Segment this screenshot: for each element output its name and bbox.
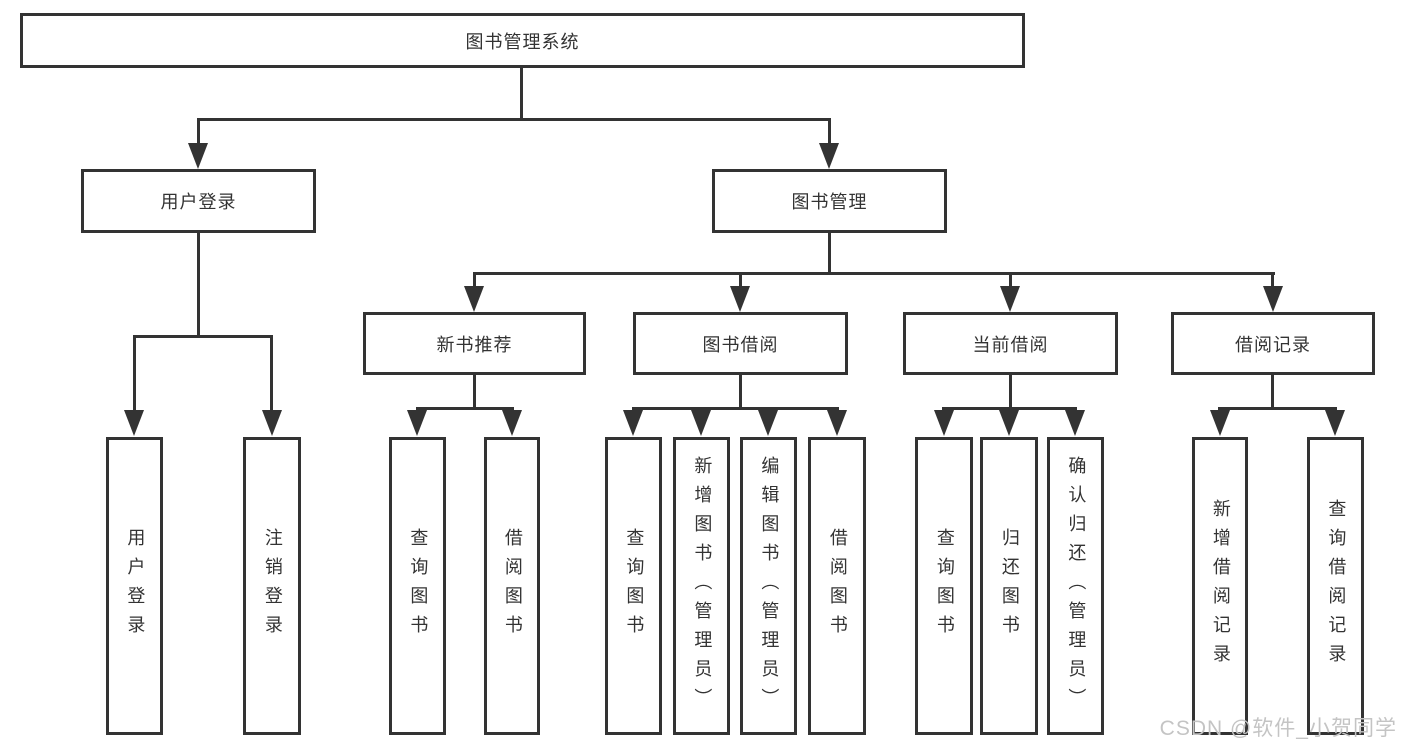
- connector-level3-branch: [473, 272, 1275, 275]
- arrow-down-icon: [464, 286, 484, 312]
- leaf-query-books-recommend: 查询图书: [389, 437, 446, 735]
- connector-root-stem: [520, 68, 523, 118]
- leaf-return-book-label: 归还图书: [999, 528, 1020, 644]
- arrow-down-icon: [407, 410, 427, 436]
- leaf-query-books-current-label: 查询图书: [934, 528, 955, 644]
- node-book-management-label: 图书管理: [791, 192, 868, 212]
- node-new-book-recommend: 新书推荐: [363, 312, 586, 375]
- arrow-down-icon: [691, 410, 711, 436]
- arrow-down-icon: [502, 410, 522, 436]
- connector-line: [1271, 375, 1274, 407]
- connector-line: [739, 375, 742, 407]
- node-current-borrow: 当前借阅: [903, 312, 1118, 375]
- connector-line: [473, 375, 476, 407]
- leaf-query-borrow-record: 查询借阅记录: [1307, 437, 1364, 735]
- connector-line: [197, 118, 200, 145]
- leaf-logout: 注销登录: [243, 437, 301, 735]
- node-book-borrow-label: 图书借阅: [702, 334, 779, 355]
- watermark: CSDN @软件_小贺同学: [1159, 717, 1397, 740]
- node-borrow-records: 借阅记录: [1171, 312, 1375, 375]
- connector-line: [416, 407, 514, 410]
- leaf-edit-book-admin-label: 编辑图书（管理员）: [759, 455, 780, 717]
- leaf-borrow-books-label: 借阅图书: [827, 528, 848, 644]
- arrow-down-icon: [1065, 410, 1085, 436]
- connector-line: [942, 407, 1077, 410]
- arrow-down-icon: [623, 410, 643, 436]
- arrow-down-icon: [1263, 286, 1283, 312]
- connector-user-login-branch: [133, 335, 273, 338]
- arrow-down-icon: [934, 410, 954, 436]
- node-book-management: 图书管理: [712, 169, 947, 233]
- leaf-return-book: 归还图书: [980, 437, 1038, 735]
- leaf-edit-book-admin: 编辑图书（管理员）: [740, 437, 797, 735]
- leaf-add-book-admin: 新增图书（管理员）: [673, 437, 730, 735]
- leaf-borrow-books-recommend: 借阅图书: [484, 437, 540, 735]
- arrow-down-icon: [819, 143, 839, 169]
- connector-line: [270, 335, 273, 410]
- node-root-label: 图书管理系统: [465, 31, 580, 52]
- connector-level2-branch: [197, 118, 831, 121]
- leaf-user-login: 用户登录: [106, 437, 163, 735]
- arrow-down-icon: [1210, 410, 1230, 436]
- leaf-user-login-label: 用户登录: [125, 528, 146, 644]
- node-current-borrow-label: 当前借阅: [972, 334, 1049, 355]
- connector-line: [1009, 375, 1012, 407]
- arrow-down-icon: [758, 410, 778, 436]
- leaf-logout-label: 注销登录: [262, 528, 283, 644]
- connector-user-login-stem: [197, 233, 200, 335]
- connector-line: [1009, 272, 1012, 288]
- arrow-down-icon: [262, 410, 282, 436]
- connector-line: [632, 407, 839, 410]
- node-user-login-label: 用户登录: [160, 192, 237, 212]
- connector-book-mgmt-stem: [828, 233, 831, 272]
- leaf-add-book-admin-label: 新增图书（管理员）: [692, 455, 713, 717]
- node-book-borrow: 图书借阅: [633, 312, 848, 375]
- node-new-book-recommend-label: 新书推荐: [436, 334, 513, 355]
- leaf-add-borrow-record: 新增借阅记录: [1192, 437, 1248, 735]
- connector-line: [1218, 407, 1337, 410]
- leaf-query-books-current: 查询图书: [915, 437, 973, 735]
- leaf-query-books-recommend-label: 查询图书: [408, 528, 429, 644]
- arrow-down-icon: [1325, 410, 1345, 436]
- leaf-borrow-books-recommend-label: 借阅图书: [502, 528, 523, 644]
- leaf-borrow-books: 借阅图书: [808, 437, 866, 735]
- leaf-query-books-borrow-label: 查询图书: [624, 528, 645, 644]
- node-user-login: 用户登录: [81, 169, 316, 233]
- arrow-down-icon: [124, 410, 144, 436]
- arrow-down-icon: [188, 143, 208, 169]
- node-root: 图书管理系统: [20, 13, 1025, 68]
- connector-line: [133, 335, 136, 410]
- leaf-add-borrow-record-label: 新增借阅记录: [1210, 499, 1231, 673]
- node-borrow-records-label: 借阅记录: [1235, 334, 1311, 355]
- connector-line: [828, 118, 831, 145]
- leaf-confirm-return-admin-label: 确认归还（管理员）: [1066, 455, 1087, 717]
- arrow-down-icon: [1000, 286, 1020, 312]
- connector-line: [473, 272, 476, 288]
- connector-line: [1271, 272, 1274, 288]
- leaf-query-borrow-record-label: 查询借阅记录: [1326, 499, 1347, 673]
- leaf-confirm-return-admin: 确认归还（管理员）: [1047, 437, 1104, 735]
- leaf-query-books-borrow: 查询图书: [605, 437, 662, 735]
- arrow-down-icon: [730, 286, 750, 312]
- arrow-down-icon: [827, 410, 847, 436]
- arrow-down-icon: [999, 410, 1019, 436]
- connector-line: [739, 272, 742, 288]
